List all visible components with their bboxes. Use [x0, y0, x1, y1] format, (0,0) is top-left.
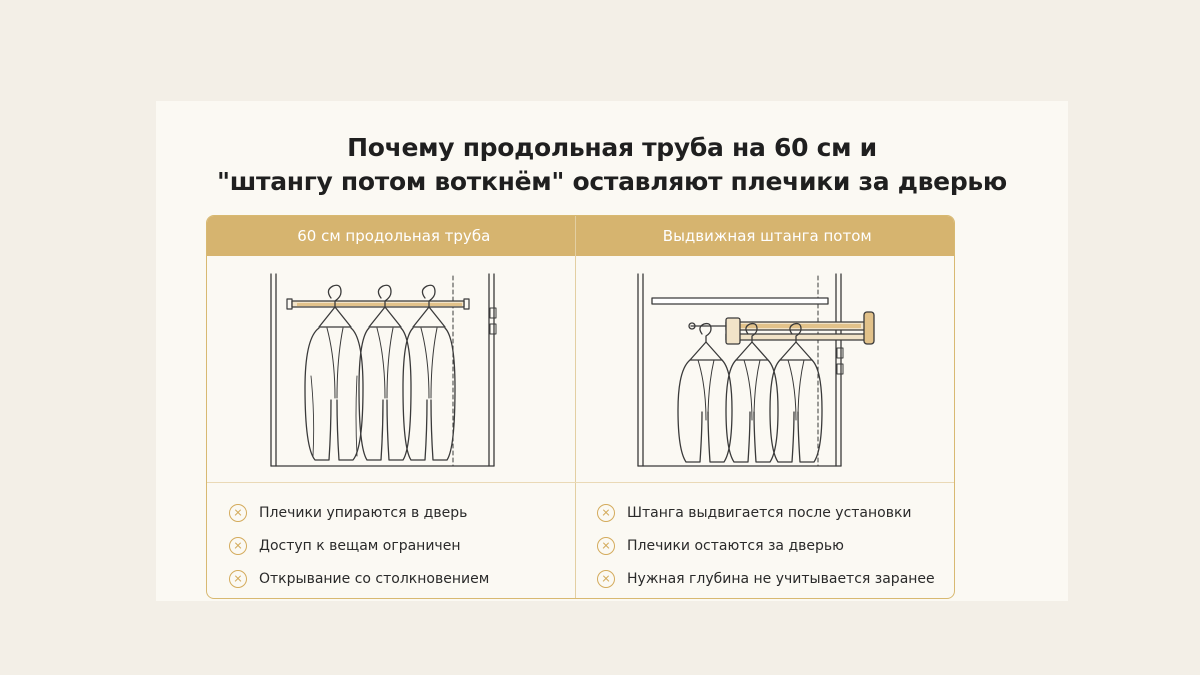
x-circle-icon: [229, 503, 247, 522]
title-line-2: "штангу потом воткнём" оставляют плечики…: [217, 167, 1007, 196]
list-item-text: Плечики остаются за дверью: [627, 537, 844, 554]
pullout-rod-bar: [731, 324, 861, 328]
x-circle-icon: [597, 536, 615, 555]
rod-highlight: [297, 303, 462, 306]
list-item: Плечики упираются в дверь: [229, 496, 597, 529]
garment-1: [304, 284, 364, 461]
list-item-text: Штанга выдвигается после установки: [627, 504, 912, 521]
list-item: Штанга выдвигается после установки: [597, 496, 954, 529]
garment-2: [725, 322, 779, 463]
door-hinge: [836, 347, 844, 359]
table-header: 60 см продольная труба Выдвижная штанга …: [207, 216, 954, 256]
x-circle-icon: [597, 503, 615, 522]
garment-3: [769, 322, 823, 463]
door-hinge-2: [489, 323, 497, 335]
rod-bracket-left: [286, 298, 293, 310]
row-divider: [207, 482, 954, 483]
infographic-card: Почему продольная труба на 60 см и "штан…: [156, 101, 1068, 601]
list-item-text: Открывание со столкновением: [259, 570, 490, 587]
list-item: Плечики остаются за дверью: [597, 529, 954, 562]
illustration-pullout-rod: [576, 256, 944, 482]
garment-1: [677, 322, 733, 463]
garment-3: [402, 284, 456, 461]
column-header-fixed-rod: 60 см продольная труба: [297, 227, 491, 245]
title-line-1: Почему продольная труба на 60 см и: [347, 133, 877, 162]
door-hinge: [489, 307, 497, 319]
pullout-rod-carriage: [725, 317, 741, 345]
column-divider: [575, 216, 576, 598]
illustration-fixed-rod: [207, 256, 575, 482]
list-item: Нужная глубина не учитывается заранее: [597, 562, 954, 595]
rod-upper: [651, 297, 829, 305]
list-item: Доступ к вещам ограничен: [229, 529, 597, 562]
fixed-rod-drawbacks-list: Плечики упираются в дверь Доступ к вещам…: [229, 496, 597, 595]
x-circle-icon: [229, 536, 247, 555]
comparison-table: 60 см продольная труба Выдвижная штанга …: [206, 215, 955, 599]
list-item-text: Доступ к вещам ограничен: [259, 537, 461, 554]
list-item-text: Нужная глубина не учитывается заранее: [627, 570, 935, 587]
column-header-pullout-rod: Выдвижная штанга потом: [662, 227, 872, 245]
door-hinge-2: [836, 363, 844, 375]
garment-2: [358, 284, 412, 461]
page-title: Почему продольная труба на 60 см и "штан…: [156, 131, 1068, 199]
list-item-text: Плечики упираются в дверь: [259, 504, 468, 521]
hanger-bar-end: [688, 322, 696, 330]
rod-bracket-right: [463, 298, 470, 310]
pullout-rod-endcap: [863, 311, 875, 345]
pullout-rod-drawbacks-list: Штанга выдвигается после установки Плечи…: [597, 496, 954, 595]
x-circle-icon: [229, 569, 247, 588]
x-circle-icon: [597, 569, 615, 588]
list-item: Открывание со столкновением: [229, 562, 597, 595]
